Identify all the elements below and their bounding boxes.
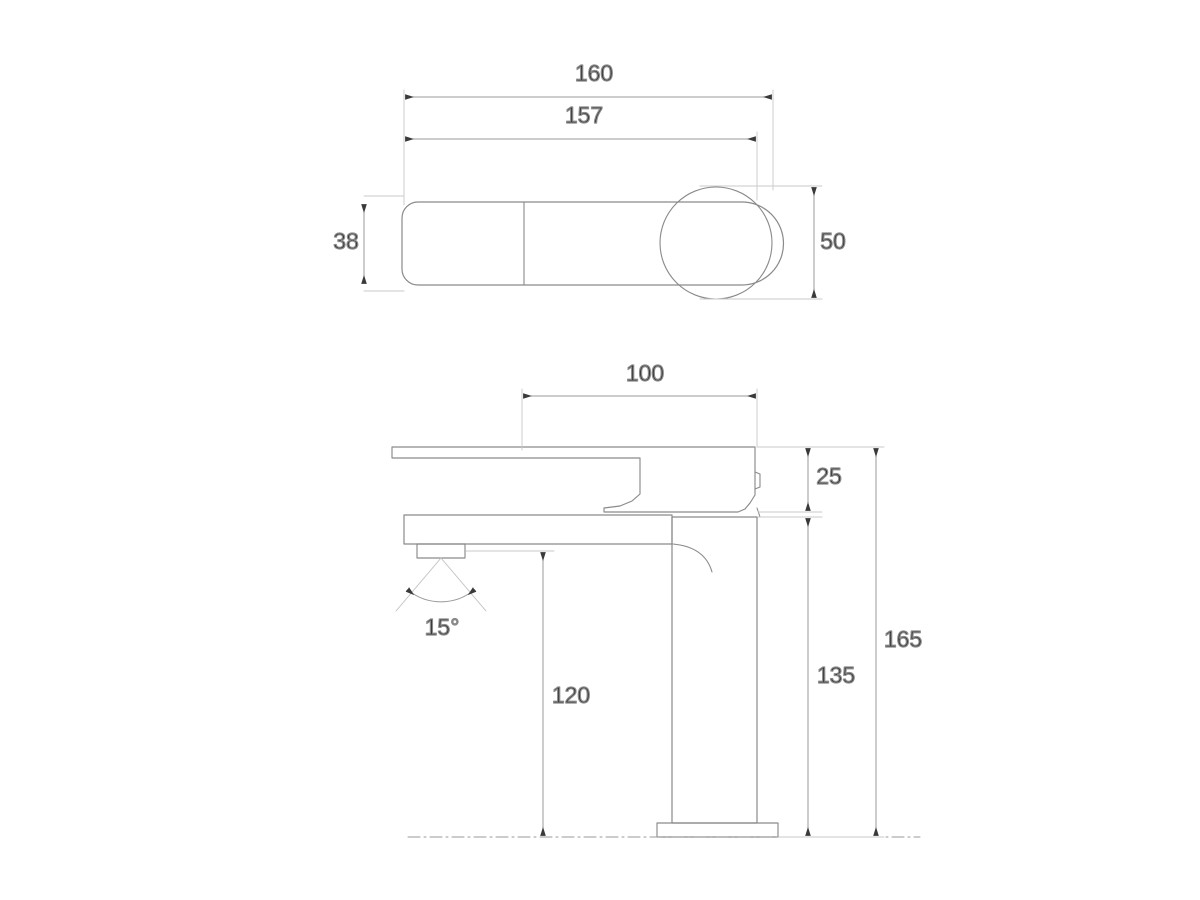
lever-thumb-nub [754,471,761,490]
top-view-extension-lines [363,89,823,300]
dimension-15deg-label: 15° [425,614,460,640]
base-plate [656,822,779,838]
dimension-120-label: 120 [552,682,590,708]
side-elevation-group: 15° 100 [391,359,923,838]
dimension-100-label: 100 [626,360,664,386]
dimension-135: 135 [805,518,856,836]
dimension-50: 50 [811,187,846,298]
spray-cone-angle-group: 15° [395,557,487,641]
aerator-block [416,543,466,559]
dimension-135-label: 135 [817,662,855,688]
mixer-body-column [671,516,758,824]
dimension-38: 38 [333,204,367,284]
spout-arm-outline [403,514,673,545]
side-view-extension-lines [465,388,885,838]
dimension-160-label: 160 [575,60,613,86]
dimension-25-label: 25 [816,463,842,489]
dimension-120: 120 [540,552,591,836]
dimension-100: 100 [523,359,756,399]
dimension-25: 25 [805,448,842,511]
spout-body-fillet [672,543,713,573]
dimension-157-label: 157 [565,102,603,128]
dimension-38-label: 38 [333,228,359,254]
dimension-160: 160 [405,59,772,100]
dimension-157: 157 [405,101,756,142]
dimension-165-label: 165 [884,626,922,652]
dimension-50-label: 50 [820,228,846,254]
spout-body-outline [401,201,785,286]
dimension-165: 165 [873,448,923,836]
lever-tail-tick [756,507,761,518]
lever-handle-outline [391,446,756,513]
top-view-group: 160 157 38 50 [333,59,846,300]
